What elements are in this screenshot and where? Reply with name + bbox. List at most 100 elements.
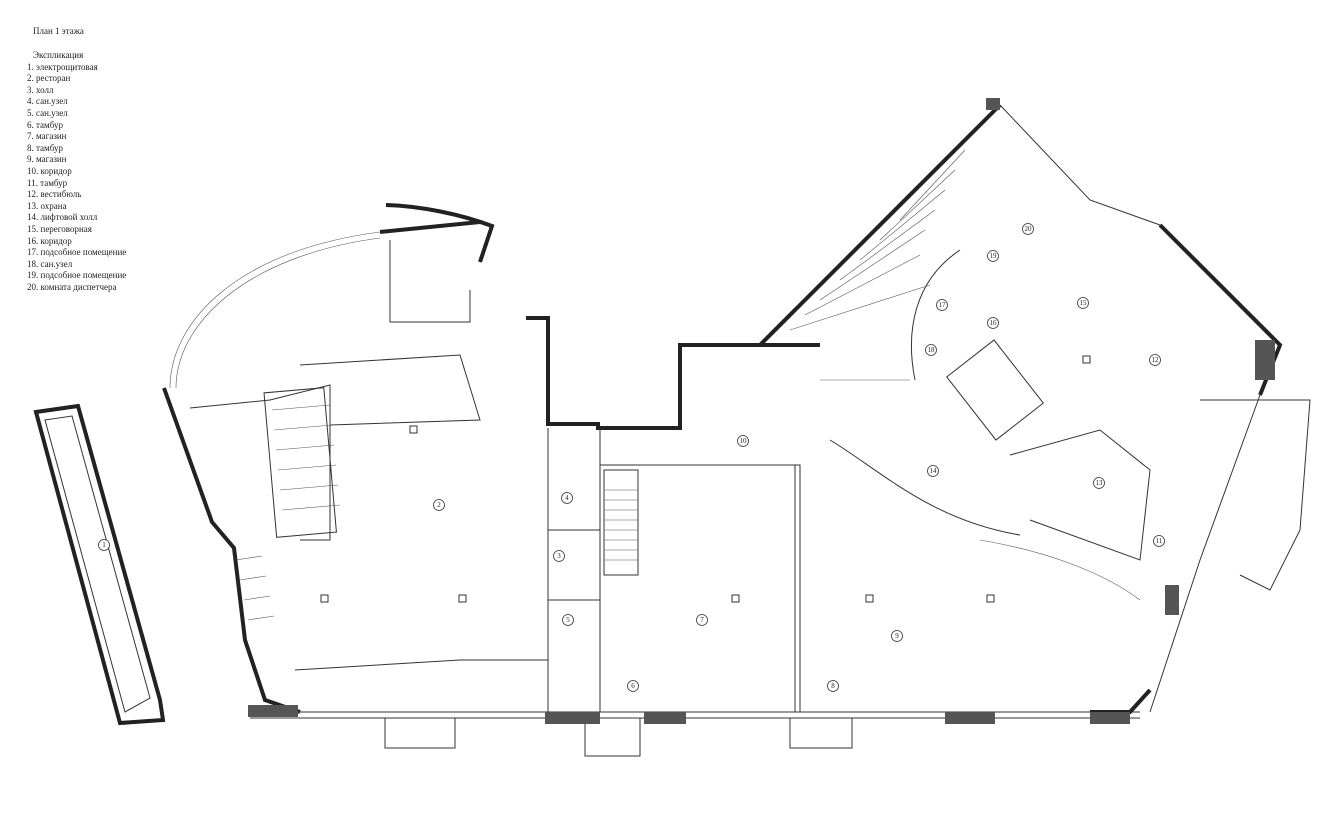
legend-item-number: 3. [27,84,34,95]
room-marker-circle [562,614,574,626]
legend-item-number: 16. [27,235,39,246]
legend-item-number: 20. [27,281,39,292]
legend-item-number: 2. [27,73,34,84]
legend-item-number: 8. [27,142,34,153]
legend-item: 8. тамбур [27,143,126,155]
legend-item-number: 11. [27,177,38,188]
room-marker-number: 8 [831,682,835,690]
legend-item-label: коридор [40,165,72,176]
legend-item: 16. коридор [27,236,126,248]
east-wing-walls [758,103,1002,347]
room-marker-number: 18 [928,346,936,354]
legend-item-label: сан.узел [36,96,68,107]
room-marker-number: 1 [102,541,106,549]
room-marker-5: 5 [562,614,574,626]
room-marker-number: 14 [930,467,938,475]
room-marker-circle [987,317,999,329]
room-marker-number: 3 [557,552,561,560]
legend-item-label: тамбур [36,142,63,153]
room-marker-number: 12 [1152,356,1160,364]
room-marker-number: 2 [437,501,441,509]
legend-item-label: тамбур [40,177,68,188]
room-marker-6: 6 [627,680,639,692]
room-marker-19: 19 [987,250,999,262]
legend-item: 7. магазин [27,131,126,143]
legend-item-label: переговорная [40,223,92,234]
legend-item-label: вестибюль [40,189,82,200]
room-marker-number: 4 [565,494,569,502]
room-marker-9: 9 [891,630,903,642]
room-marker-10: 10 [737,435,749,447]
legend-item-label: электрощитовая [36,61,98,72]
lift-hall-curve [829,439,1021,536]
room-marker-11: 11 [1153,535,1165,547]
room-marker-circle [553,550,565,562]
stair-restaurant [235,387,341,621]
legend-item-number: 17. [27,247,39,258]
room-marker-circle [1022,223,1034,235]
legend-item-number: 14. [27,212,39,223]
room-marker-number: 19 [990,252,998,260]
legend-item-number: 15. [27,223,39,234]
room-marker-2: 2 [433,499,445,511]
room-marker-number: 5 [566,616,570,624]
room-marker-number: 20 [1025,225,1033,233]
legend-item-number: 10. [27,165,39,176]
room-marker-circle [1077,297,1089,309]
legend-item-label: ресторан [36,73,71,84]
legend-item: 5. сан.узел [27,108,126,120]
legend-item: 1. электрощитовая [27,62,126,74]
legend-item-label: сан.узел [36,107,68,118]
room-marker-number: 16 [990,319,998,327]
legend-item: 10. коридор [27,166,126,178]
legend-item-label: охрана [40,200,67,211]
room-marker-number: 10 [740,437,748,445]
room-marker-20: 20 [1022,223,1034,235]
room-marker-circle [987,250,999,262]
legend-item: 3. холл [27,85,126,97]
legend-item: 15. переговорная [27,224,126,236]
legend-item-label: тамбур [36,119,63,130]
room-marker-circle [98,539,110,551]
room-marker-15: 15 [1077,297,1089,309]
legend-item-number: 12. [27,189,39,200]
legend-item: 9. магазин [27,154,126,166]
room-marker-18: 18 [925,344,937,356]
room-marker-16: 16 [987,317,999,329]
room-marker-12: 12 [1149,354,1161,366]
legend-item: 12. вестибюль [27,189,126,201]
restaurant-glass-wall [169,231,381,389]
legend-item-label: магазин [36,154,67,165]
room-marker-circle [925,344,937,356]
legend-item-label: комната диспетчера [40,281,117,292]
legend-item-number: 13. [27,200,39,211]
stair-shop-7 [604,489,638,561]
legend-item-label: подсобное помещение [40,270,127,281]
legend-item-number: 7. [27,131,34,142]
legend-item-number: 1. [27,61,34,72]
legend-item-label: магазин [36,131,67,142]
room-marker-7: 7 [696,614,708,626]
room-marker-number: 6 [631,682,635,690]
legend-item-number: 4. [27,96,34,107]
room-marker-4: 4 [561,492,573,504]
legend-item-label: подсобное помещение [40,247,127,258]
legend-item: 18. сан.узел [27,259,126,271]
room-marker-3: 3 [553,550,565,562]
columns [320,355,1091,603]
entrance-vestibules [384,717,853,757]
room-marker-number: 17 [939,301,947,309]
room-marker-1: 1 [98,539,110,551]
legend-item-number: 18. [27,258,39,269]
room-marker-circle [696,614,708,626]
stair-east-fan [789,149,966,381]
legend-item: 17. подсобное помещение [27,247,126,259]
room-marker-circle [1093,477,1105,489]
legend-item: 14. лифтовой холл [27,212,126,224]
room-marker-circle [737,435,749,447]
legend-item-label: коридор [40,235,72,246]
legend-item: 2. ресторан [27,73,126,85]
room-marker-8: 8 [827,680,839,692]
room-marker-number: 13 [1096,479,1104,487]
